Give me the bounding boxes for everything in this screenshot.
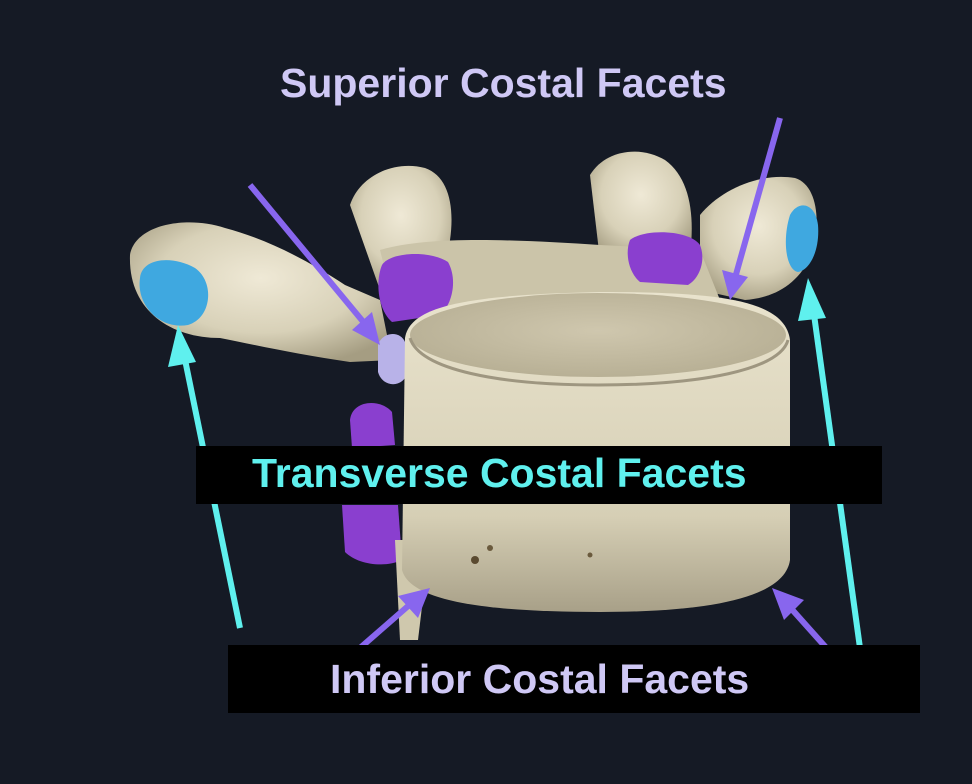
arrow-superior-left <box>247 183 373 332</box>
right-transverse-facet-mark <box>785 205 819 272</box>
left-superior-facet-mark <box>378 254 454 322</box>
vertebral-body-top <box>410 293 786 377</box>
arrow-inferior-left <box>358 597 417 651</box>
left-transverse-process <box>129 222 392 362</box>
superior-costal-facets-label: Superior Costal Facets <box>280 60 727 106</box>
transverse-costal-facets-label: Transverse Costal Facets <box>252 450 747 496</box>
small-demifacet <box>378 334 405 385</box>
arrow-superior-right <box>732 117 783 279</box>
right-transverse-process <box>700 176 817 300</box>
left-inferior-facet-lower <box>342 505 402 565</box>
arrow-inferior-right <box>785 603 833 654</box>
inferior-costal-facets-label: Inferior Costal Facets <box>330 656 750 702</box>
inferior-label-box <box>228 645 920 713</box>
left-inferior-facet-upper <box>350 402 395 448</box>
transverse-label-box <box>196 446 882 504</box>
left-transverse-facet-mark <box>139 260 209 326</box>
right-superior-facet-mark <box>627 232 703 285</box>
